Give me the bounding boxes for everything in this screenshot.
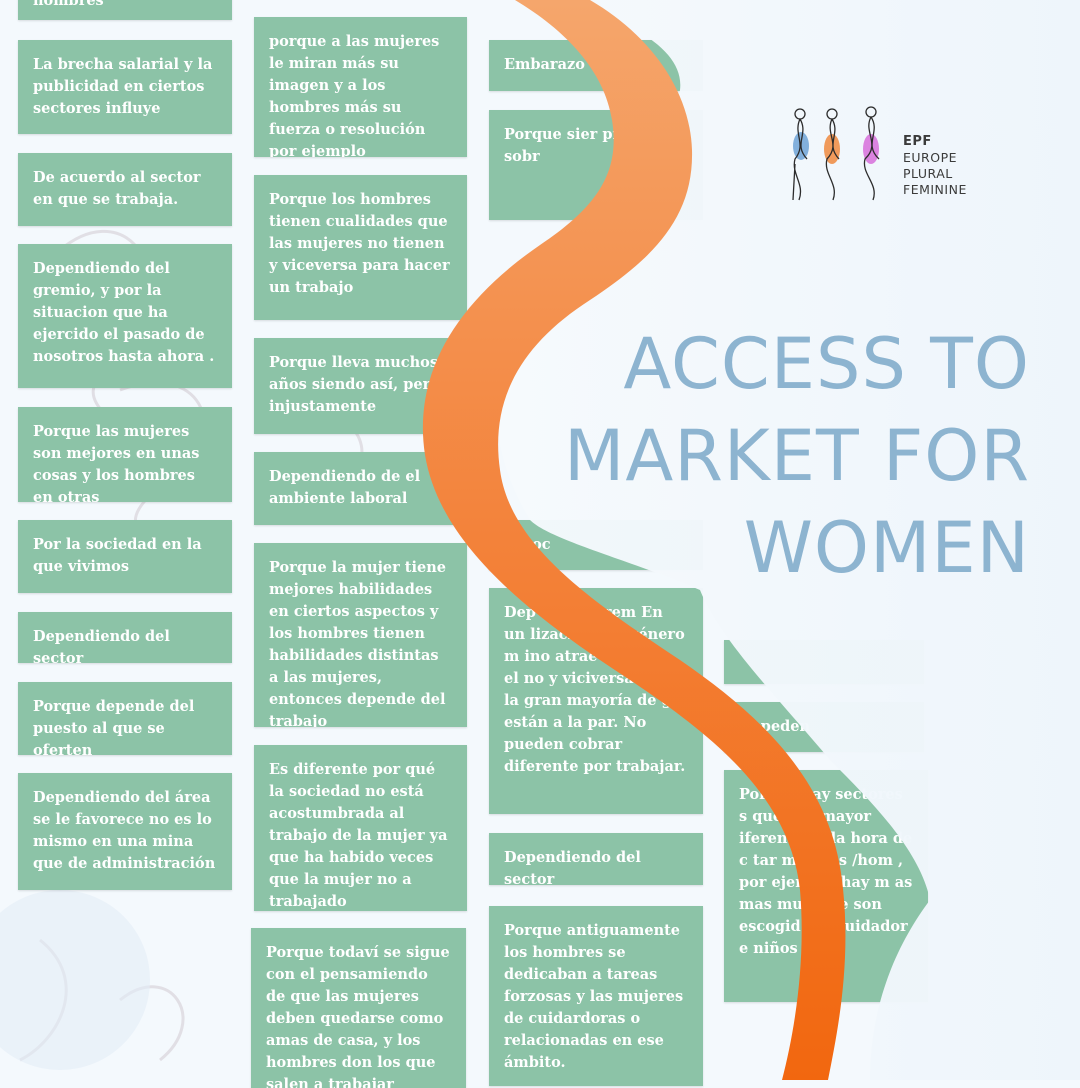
sticky-note: Porque las mujeres son mejores en unas c… xyxy=(18,407,232,502)
sticky-note: La brecha salarial y la publicidad en ci… xyxy=(18,40,232,134)
title-line: ACCESS TO xyxy=(623,323,1030,405)
sticky-note: Por la sociedad en la que vivimos xyxy=(18,520,232,593)
sticky-note: Porque depende del puesto al que se ofer… xyxy=(18,682,232,755)
brand-name: EPF EUROPE PLURAL FEMININE xyxy=(903,134,967,197)
page-title: ACCESS TO MARKET FOR WOMEN xyxy=(470,318,1030,594)
sticky-note: Dependiendo del área se le favorece no e… xyxy=(18,773,232,890)
title-line: MARKET FOR xyxy=(563,415,1030,497)
sticky-note: De acuerdo al sector en que se trabaja. xyxy=(18,153,232,226)
title-line: WOMEN xyxy=(743,507,1030,589)
three-women-logo-icon xyxy=(792,106,880,201)
sticky-note: Dependiendo del sector xyxy=(18,612,232,663)
sticky-note: Dependiendo del gremio, y por la situaci… xyxy=(18,244,232,388)
sticky-note: hombres xyxy=(18,0,232,20)
